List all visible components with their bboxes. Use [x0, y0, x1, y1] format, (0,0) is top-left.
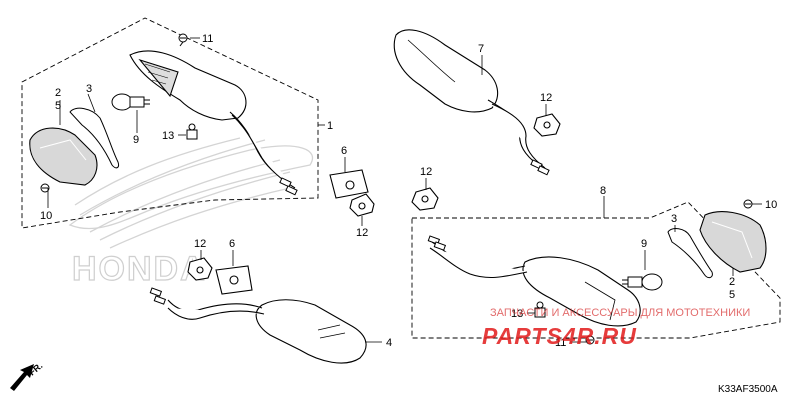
left-lens-gasket — [69, 107, 119, 169]
callout-9-left: 9 — [133, 134, 139, 146]
rear-left-winker-assembly — [167, 299, 367, 364]
callout-5-left: 5 — [55, 100, 61, 112]
callout-3-left: 3 — [86, 83, 92, 95]
left-winker-lens — [29, 127, 98, 186]
front-left-winker-assembly — [129, 50, 296, 189]
callout-13-right: 13 — [511, 308, 523, 320]
bracket-6-lower — [215, 265, 253, 295]
callout-9-right: 9 — [641, 238, 647, 250]
right-assembly-frame — [411, 201, 781, 339]
callout-13-left: 13 — [162, 130, 174, 142]
rear-right-connector — [427, 235, 447, 251]
right-winker-bulb — [622, 273, 663, 291]
callout-8: 8 — [600, 185, 606, 197]
callout-2-right: 2 — [729, 276, 735, 288]
callouts: 11 2 5 3 9 13 10 1 6 12 12 6 4 7 12 12 8… — [40, 33, 777, 349]
callout-4: 4 — [386, 337, 392, 349]
callout-6-upper: 6 — [341, 145, 347, 157]
diagram-code: K33AF3500A — [718, 384, 778, 395]
nut-12-right-top — [533, 113, 561, 137]
leader-lines — [47, 37, 762, 343]
callout-10-left: 10 — [40, 210, 52, 222]
callout-12-right-mid: 12 — [420, 166, 432, 178]
callout-12-mid: 12 — [356, 227, 368, 239]
rear-left-connector — [149, 287, 167, 305]
front-right-winker-assembly — [393, 29, 546, 169]
left-winker-connector — [279, 177, 298, 196]
watermark-tagline: ЗАПЧАСТИ И АКСЕССУАРЫ ДЛЯ МОТОТЕХНИКИ — [490, 307, 750, 319]
callout-5-right: 5 — [729, 289, 735, 301]
callout-10-right: 10 — [765, 199, 777, 211]
screw-10-left — [40, 183, 50, 193]
callout-3-right: 3 — [671, 213, 677, 225]
honda-wing-watermark — [68, 137, 314, 249]
honda-logo-watermark: HONDA — [72, 250, 207, 288]
nut-13-right — [534, 301, 546, 318]
callout-11-top: 11 — [202, 33, 213, 45]
bracket-6-upper — [329, 169, 369, 199]
callout-2-left: 2 — [55, 87, 61, 99]
right-front-connector — [530, 159, 550, 176]
front-direction-arrow-icon: FR. — [10, 361, 44, 391]
left-winker-bulb — [111, 93, 150, 111]
screw-11-right — [585, 335, 595, 345]
left-assembly-frame — [21, 17, 319, 229]
right-lens-gasket — [667, 228, 713, 279]
screw-11-top — [178, 33, 188, 47]
nut-13-left — [186, 123, 198, 140]
right-winker-lens — [699, 211, 767, 273]
callout-6-lower: 6 — [229, 238, 235, 250]
callout-12-right-top: 12 — [540, 92, 552, 104]
nut-12-mid — [349, 193, 375, 217]
callout-1: 1 — [327, 120, 333, 132]
screw-10-right — [743, 199, 753, 209]
nut-12-right-mid — [411, 187, 439, 211]
watermark-site: PARTS4R.RU — [482, 323, 637, 349]
rear-right-winker-assembly — [429, 241, 641, 327]
callout-12-lower: 12 — [194, 238, 206, 250]
callout-7: 7 — [478, 43, 484, 55]
nut-12-lower — [187, 257, 213, 281]
callout-11-right: 11 — [555, 337, 566, 349]
